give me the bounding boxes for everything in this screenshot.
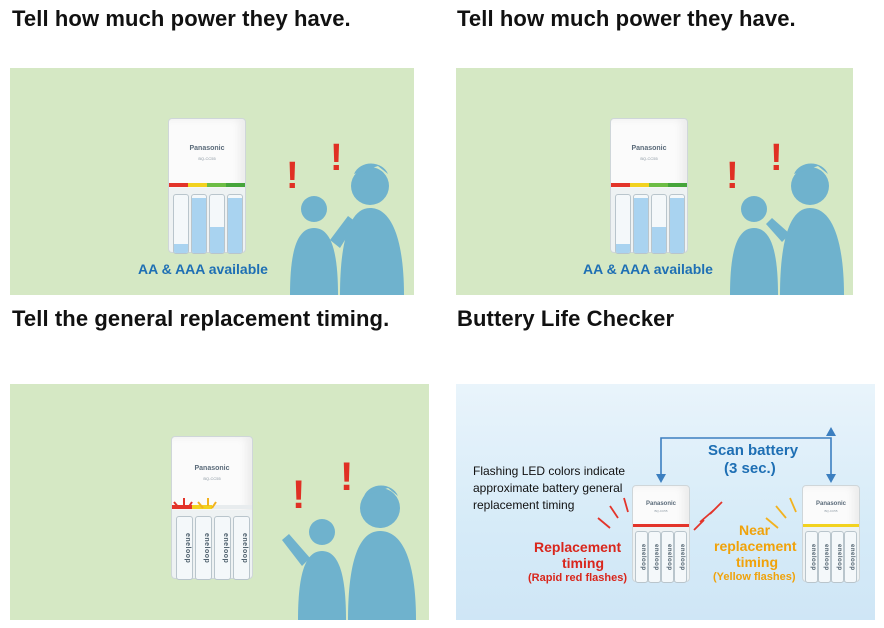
scan-arrow-icon bbox=[656, 427, 836, 483]
battery-slot-4: eneloop bbox=[674, 531, 687, 583]
charger-model: BQ-CC55 bbox=[640, 156, 658, 161]
replacement-label: Replacement bbox=[534, 539, 622, 555]
panel-battery-life-checker: Scan battery (3 sec.) Flashing LED color… bbox=[456, 384, 875, 620]
battery-slot-4: eneloop bbox=[844, 531, 857, 583]
panel-power-level-2: Panasonic BQ-CC55 AA & AAA available ! ! bbox=[456, 68, 853, 295]
charger-device: Panasonic BQ-CC55 bbox=[610, 118, 688, 256]
charger-yellow-flash: Panasonic BQ-CC55 eneloop eneloop eneloo… bbox=[802, 485, 860, 585]
person-child-icon bbox=[730, 196, 778, 295]
person-adult-icon bbox=[348, 485, 416, 620]
replacement-label-timing: timing bbox=[562, 555, 604, 571]
battery-level-fill bbox=[174, 244, 188, 253]
battery-slot-1: eneloop bbox=[176, 516, 193, 580]
battery-slot-2: eneloop bbox=[818, 531, 831, 583]
battery-level-fill bbox=[210, 226, 224, 253]
charger-brand: Panasonic bbox=[189, 145, 225, 152]
exclamation-icon: ! bbox=[726, 155, 739, 197]
battery-slot-2: eneloop bbox=[195, 516, 212, 580]
flash-rays bbox=[173, 498, 217, 509]
battery-slot-1 bbox=[173, 194, 189, 254]
charger-brand: Panasonic bbox=[645, 501, 676, 507]
battery-level-fill bbox=[652, 226, 666, 253]
exclamation-icon: ! bbox=[286, 155, 299, 197]
led-strip bbox=[803, 524, 859, 527]
battery-slot-1: eneloop bbox=[635, 531, 648, 583]
charger-brand: Panasonic bbox=[815, 501, 846, 507]
battery-slot-1: eneloop bbox=[805, 531, 818, 583]
charger-device: Panasonic BQ-CC55 eneloop eneloop eneloo… bbox=[171, 436, 253, 582]
heading-top-right: Tell how much power they have. bbox=[457, 6, 796, 31]
charger-red-flash: Panasonic BQ-CC55 eneloop eneloop eneloo… bbox=[632, 485, 690, 585]
led-note-line-3: replacement timing bbox=[473, 498, 575, 512]
charger-device: Panasonic BQ-CC55 bbox=[168, 118, 246, 256]
charger-brand: Panasonic bbox=[194, 465, 230, 472]
panel-replacement-timing: Panasonic BQ-CC55 eneloop eneloop eneloo… bbox=[10, 384, 429, 620]
led-strip bbox=[633, 524, 689, 527]
battery-slot-1 bbox=[615, 194, 631, 254]
exclamation-icon: ! bbox=[292, 473, 305, 517]
person-child-icon bbox=[282, 519, 346, 620]
near-flash-note: (Yellow flashes) bbox=[713, 571, 796, 583]
battery-slot-2 bbox=[633, 194, 649, 254]
exclamation-icon: ! bbox=[330, 137, 343, 179]
near-label: Near bbox=[739, 522, 771, 538]
battery-level-fill bbox=[670, 197, 684, 253]
charger-model: BQ-CC55 bbox=[654, 509, 668, 513]
people-illustration: ! ! bbox=[286, 137, 404, 295]
battery-level-fill bbox=[634, 197, 648, 253]
battery-slot-4 bbox=[227, 194, 243, 254]
charger-model: BQ-CC55 bbox=[203, 476, 221, 481]
battery-slot-3 bbox=[651, 194, 667, 254]
battery-slot-2: eneloop bbox=[648, 531, 661, 583]
battery-level-fill bbox=[616, 244, 630, 253]
led-strip bbox=[169, 183, 245, 187]
battery-slot-4 bbox=[669, 194, 685, 254]
scan-title: Scan battery bbox=[708, 442, 799, 459]
led-strip bbox=[611, 183, 687, 187]
battery-slot-2 bbox=[191, 194, 207, 254]
battery-slot-3 bbox=[209, 194, 225, 254]
near-replacement-label: replacement bbox=[714, 538, 797, 554]
battery-slot-3: eneloop bbox=[214, 516, 231, 580]
charger-model: BQ-CC55 bbox=[198, 156, 216, 161]
replacement-flash-note: (Rapid red flashes) bbox=[528, 572, 628, 584]
person-child-icon bbox=[290, 196, 356, 295]
people-illustration: ! ! bbox=[726, 137, 844, 295]
led-note-line-2: approximate battery general bbox=[473, 481, 623, 495]
caption-aa-aaa: AA & AAA available bbox=[583, 261, 713, 277]
exclamation-icon: ! bbox=[770, 137, 783, 179]
led-note-line-1: Flashing LED colors indicate bbox=[473, 464, 626, 478]
people-illustration: ! ! bbox=[282, 456, 416, 620]
flash-rays bbox=[597, 497, 797, 531]
battery-slot-3: eneloop bbox=[831, 531, 844, 583]
heading-top-left: Tell how much power they have. bbox=[12, 6, 351, 31]
heading-bottom-left: Tell the general replacement timing. bbox=[12, 306, 390, 331]
near-timing-label: timing bbox=[736, 554, 778, 570]
charger-brand: Panasonic bbox=[631, 145, 667, 152]
person-adult-icon bbox=[340, 163, 404, 295]
scan-duration: (3 sec.) bbox=[724, 460, 776, 477]
battery-slot-3: eneloop bbox=[661, 531, 674, 583]
heading-bottom-right: Buttery Life Checker bbox=[457, 306, 675, 331]
caption-aa-aaa: AA & AAA available bbox=[138, 261, 268, 277]
charger-model: BQ-CC55 bbox=[824, 509, 838, 513]
battery-level-fill bbox=[228, 197, 242, 253]
battery-slot-4: eneloop bbox=[233, 516, 250, 580]
exclamation-icon: ! bbox=[340, 456, 353, 499]
battery-level-fill bbox=[192, 197, 206, 253]
panel-power-level-1: Panasonic BQ-CC55 AA & AAA available ! ! bbox=[10, 68, 414, 295]
person-adult-icon bbox=[766, 163, 844, 295]
